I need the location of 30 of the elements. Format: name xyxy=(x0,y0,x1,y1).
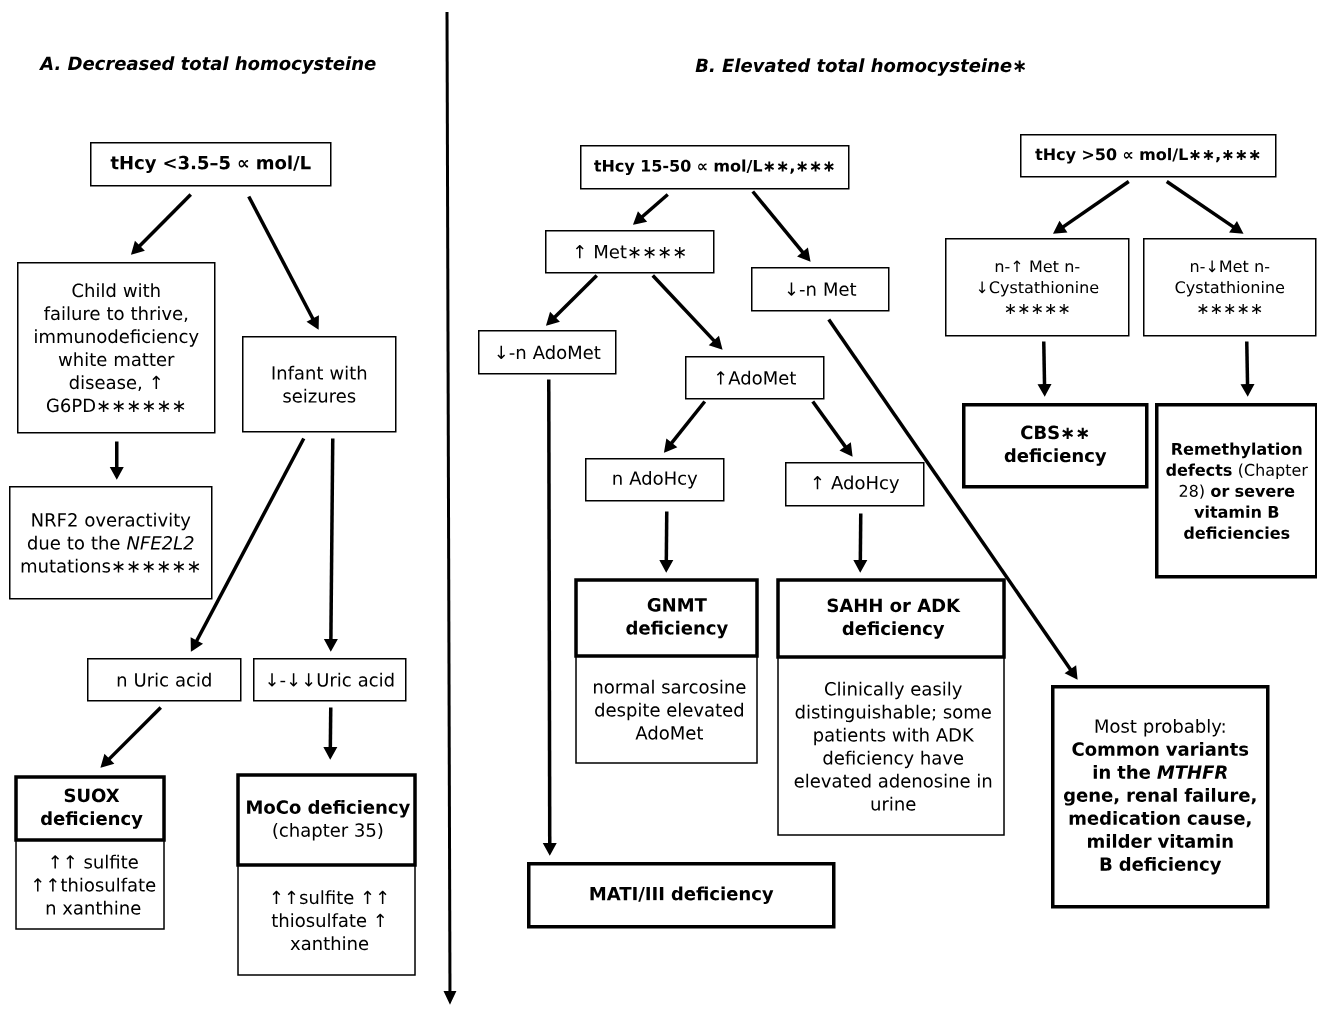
diagnosis-box: GNMT deficiency normal sarcosine despite elevated AdoMet xyxy=(574,578,759,764)
finding-box: tHcy >50 ∝ mol/L∗∗,∗∗∗ xyxy=(1020,134,1277,178)
node-label: GNMT deficiency xyxy=(626,598,728,639)
section-heading: A. Decreased total homocysteine xyxy=(39,56,376,74)
node-label: SAHH or ADK deficiency xyxy=(827,598,961,639)
finding-box: n-↑ Met n-↓Cystathionine ∗∗∗∗∗ xyxy=(945,238,1130,337)
finding-box: Child with failure to thrive, immunodeficiency white matter disease, ↑ G6PD∗∗∗∗∗∗ xyxy=(17,262,216,434)
diagnosis-box: SUOX deficiency ↑↑ sulfite ↑↑thiosulfate n xanthine xyxy=(14,775,166,930)
diagnosis-box: Remethylation defects (Chapter 28) or severe vitamin B deficiencies xyxy=(1155,403,1317,579)
finding-box: n Uric acid xyxy=(87,658,242,702)
diagnosis-box: SAHH or ADK deficiency Clinically easily distinguishable; some patients with ADK deficiency have elevated adenosine in urine xyxy=(776,578,1006,836)
finding-box: tHcy 15-50 ∝ mol/L∗∗,∗∗∗ xyxy=(580,145,850,190)
node-label: SUOX deficiency xyxy=(41,788,143,829)
finding-box: ↓-n Met xyxy=(751,267,890,312)
finding-box: n-↓Met n-Cystathionine ∗∗∗∗∗ xyxy=(1143,238,1317,337)
diagnosis-box: MATI/III deficiency xyxy=(527,862,836,929)
finding-box: ↓-n AdoMet xyxy=(478,330,617,375)
node-label: MoCo deficiency (chapter 35) xyxy=(247,799,410,841)
diagnosis-box: CBS∗∗ deficiency xyxy=(962,403,1149,489)
finding-box: ↑ Met∗∗∗∗ xyxy=(545,230,715,274)
finding-box: n AdoHcy xyxy=(585,458,725,502)
finding-box: ↑AdoMet xyxy=(685,356,825,400)
diagnosis-box: Most probably: Common variants in the MTHFR gene, renal failure, medication cause, milder vitamin B deficiency xyxy=(1051,685,1270,909)
finding-box: NRF2 overactivity due to the NFE2L2 mutations∗∗∗∗∗∗ xyxy=(9,486,213,600)
finding-box: ↑ AdoHcy xyxy=(785,462,925,507)
diagnosis-box: MoCo deficiency (chapter 35) ↑↑sulfite ↑↑ thiosulfate ↑ xanthine xyxy=(236,773,417,976)
finding-box: Infant with seizures xyxy=(242,336,397,433)
finding-box: tHcy <3.5–5 ∝ mol/L xyxy=(90,142,332,187)
section-heading: B. Elevated total homocysteine∗ xyxy=(695,58,1026,76)
finding-box: ↓-↓↓Uric acid xyxy=(253,658,407,702)
